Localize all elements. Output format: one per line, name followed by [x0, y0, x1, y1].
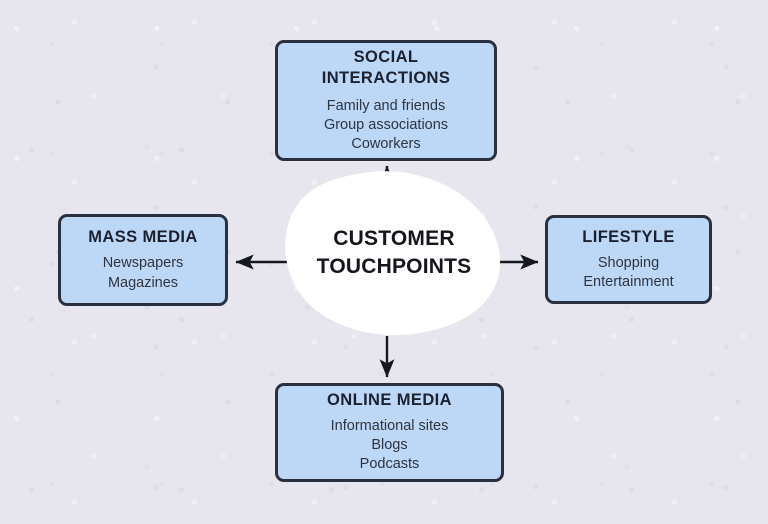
- node-lifestyle[interactable]: LIFESTYLE Shopping Entertainment: [545, 215, 712, 304]
- node-items-lifestyle: Shopping Entertainment: [583, 254, 673, 293]
- node-online-media[interactable]: ONLINE MEDIA Informational sites Blogs P…: [275, 383, 504, 482]
- node-title-line1: SOCIAL: [353, 47, 419, 66]
- center-label: CUSTOMER TOUCHPOINTS: [282, 225, 506, 280]
- node-item: Family and friends: [326, 97, 446, 114]
- node-title-lifestyle: LIFESTYLE: [582, 227, 675, 248]
- node-item: Entertainment: [583, 274, 674, 291]
- node-mass-media[interactable]: MASS MEDIA Newspapers Magazines: [58, 214, 228, 306]
- center-title-line2: TOUCHPOINTS: [316, 254, 472, 278]
- center-blob-shape: [282, 170, 506, 336]
- node-title-social-interactions: SOCIAL INTERACTIONS: [322, 47, 451, 90]
- node-item: Coworkers: [351, 136, 421, 153]
- node-title-line1: LIFESTYLE: [582, 227, 675, 246]
- node-item: Blogs: [371, 437, 408, 454]
- node-title-mass-media: MASS MEDIA: [88, 227, 197, 248]
- node-social-interactions[interactable]: SOCIAL INTERACTIONS Family and friends G…: [275, 40, 497, 161]
- node-item: Group associations: [323, 116, 449, 133]
- node-items-social-interactions: Family and friends Group associations Co…: [324, 97, 448, 155]
- node-items-online-media: Informational sites Blogs Podcasts: [331, 417, 449, 475]
- node-title-online-media: ONLINE MEDIA: [327, 390, 452, 411]
- node-item: Shopping: [597, 254, 660, 271]
- node-item: Magazines: [107, 274, 179, 291]
- node-title-line1: MASS MEDIA: [88, 228, 198, 246]
- center-title-line1: CUSTOMER: [333, 227, 455, 250]
- node-item: Podcasts: [359, 456, 420, 473]
- node-item: Newspapers: [102, 255, 184, 272]
- node-items-mass-media: Newspapers Magazines: [103, 254, 184, 293]
- node-title-line2: INTERACTIONS: [321, 69, 451, 88]
- node-title-line1: ONLINE MEDIA: [327, 391, 452, 410]
- node-item: Informational sites: [330, 417, 449, 434]
